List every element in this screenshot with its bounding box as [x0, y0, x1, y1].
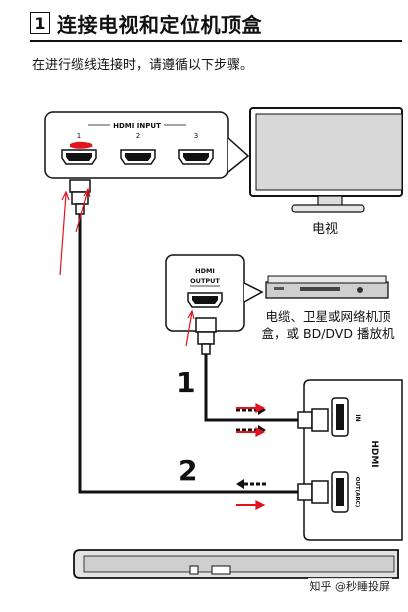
port-label-1: 1 — [77, 132, 81, 140]
step-number-1: 1 — [176, 366, 196, 399]
watermark: 知乎 @秒睡投屏 — [307, 578, 392, 594]
tv-label: 电视 — [312, 222, 339, 237]
device-label: 电缆、卫星或网络机顶盒，或 BD/DVD 播放机 — [261, 309, 395, 341]
step-number-2: 2 — [178, 454, 198, 487]
hdmi-cable-tv — [69, 179, 300, 494]
hdmi-plug-in — [297, 408, 329, 432]
port-label-3: 3 — [194, 132, 198, 140]
page-title: 连接电视和定位机顶盒 — [57, 12, 262, 37]
port-in-label: IN — [354, 414, 361, 421]
hdmi-plug-out — [297, 480, 329, 504]
title-divider — [30, 40, 402, 42]
section-number: 1 — [30, 12, 50, 34]
hdmi-brand-label: HDMI — [369, 440, 379, 467]
device-panel-title-line1: HDMI — [195, 267, 215, 275]
media-player-icon — [265, 275, 389, 299]
tv-panel-title: HDMI INPUT — [113, 122, 161, 130]
hdmi-cable-device — [195, 317, 298, 422]
intro-text: 在进行缆线连接时，请遵循以下步骤。 — [32, 58, 254, 73]
red-highlight-mark — [70, 141, 93, 149]
device-panel-title-line2: OUTPUT — [190, 277, 220, 285]
section-header: 1 连接电视和定位机顶盒 — [30, 6, 408, 40]
tv-hdmi-input-panel: HDMI INPUT 1 2 3 — [44, 111, 229, 179]
soundbar-icon — [73, 549, 399, 579]
signal-arrow-out-icon — [236, 479, 266, 489]
port-label-2: 2 — [136, 132, 140, 140]
port-out-label: OUT(ARC) — [354, 477, 360, 508]
soundbar-rear-panel: IN HDMI OUT(ARC) — [303, 379, 403, 541]
tv-icon — [249, 107, 403, 213]
red-annotation-arrows — [59, 187, 266, 510]
